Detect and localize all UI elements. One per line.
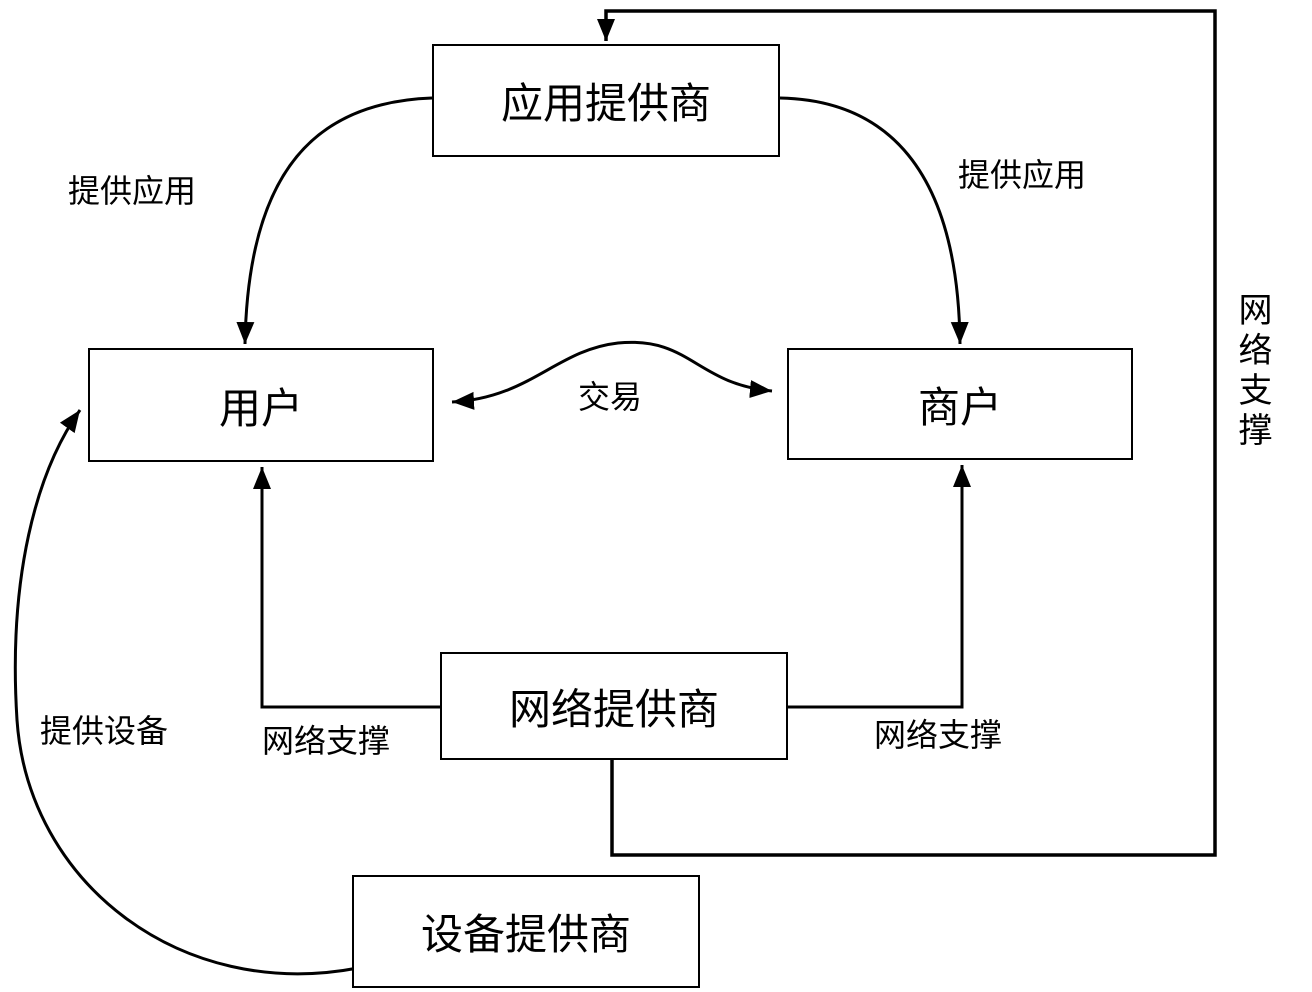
edge-user-merchant-transaction	[451, 340, 773, 410]
node-device-provider-label: 设备提供商	[420, 910, 631, 959]
node-merchant-label: 商户	[917, 382, 1002, 432]
label-transaction: 交易	[578, 378, 643, 416]
node-merchant: 商户	[787, 348, 1133, 460]
edge-networkprovider-user	[253, 467, 440, 709]
label-provide-app-left: 提供应用	[68, 172, 197, 210]
edge-networkprovider-appprovider	[597, 9, 1217, 857]
label-network-support-right: 网络支撑	[874, 716, 1003, 754]
label-network-support-vertical: 网络支撑	[1232, 292, 1272, 452]
node-app-provider: 应用提供商	[432, 44, 780, 157]
label-provide-device: 提供设备	[40, 712, 169, 750]
node-user: 用户	[88, 348, 434, 462]
node-user-label: 用户	[218, 383, 303, 433]
edge-appprovider-user	[236, 96, 433, 345]
node-network-provider: 网络提供商	[440, 652, 788, 760]
edge-appprovider-merchant	[779, 96, 969, 345]
edge-networkprovider-merchant	[788, 465, 971, 709]
label-network-support-left: 网络支撑	[262, 722, 391, 760]
node-network-provider-label: 网络提供商	[508, 684, 719, 734]
edge-deviceprovider-user	[13, 409, 359, 976]
node-app-provider-label: 应用提供商	[500, 79, 711, 128]
node-device-provider: 设备提供商	[352, 875, 700, 988]
label-provide-app-right: 提供应用	[958, 156, 1087, 194]
